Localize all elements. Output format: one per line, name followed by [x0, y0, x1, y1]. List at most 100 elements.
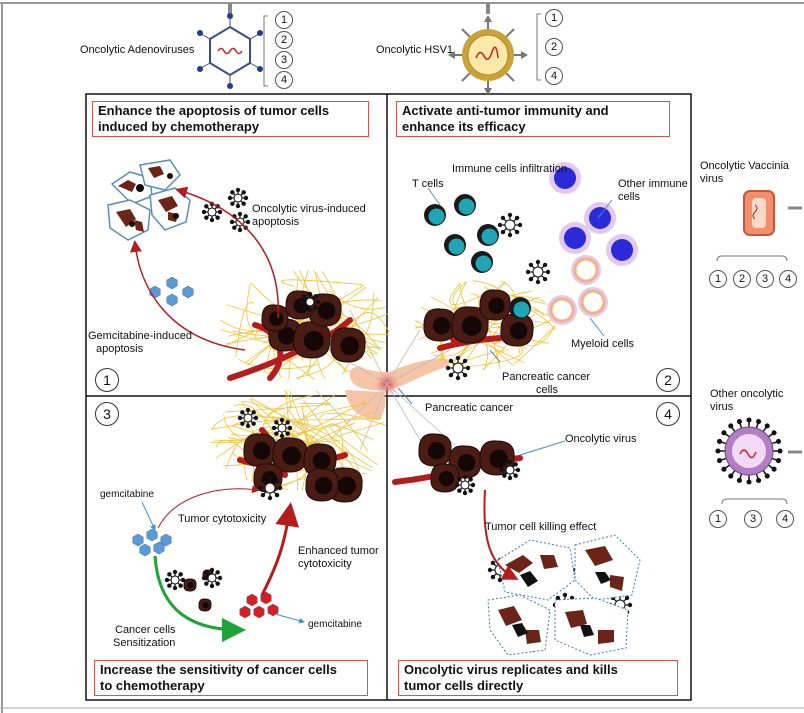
oncolytic-virion [164, 569, 186, 591]
adenovirus-label: Oncolytic Adenoviruses [80, 44, 195, 56]
vaccinia-label-line1: Oncolytic Vaccinia [700, 160, 790, 172]
adenovirus-number: 2 [275, 31, 293, 49]
tumor-cell [479, 440, 515, 476]
gemcitabine-hexagon [166, 293, 178, 307]
hsv1-number: 2 [545, 38, 563, 56]
oncolytic-virion [445, 355, 471, 381]
myeloid-cell [571, 255, 601, 285]
immune-cell [559, 222, 591, 254]
t-cell [471, 251, 493, 273]
gemcitabine-hexagon [139, 543, 151, 557]
virus-apoptosis-label-line2: apoptosis [252, 216, 300, 228]
tumor-cell [243, 433, 277, 467]
gemcitabine-apoptosis-arrow [129, 240, 246, 351]
oncolytic-virion [271, 417, 293, 439]
tumor-cell [272, 437, 308, 473]
tumor-cell [500, 313, 534, 347]
quadrant-1-number: 1 [95, 368, 119, 392]
adenovirus-number: 4 [275, 71, 293, 89]
t-cell [477, 224, 499, 246]
tumor-cell [423, 308, 457, 342]
t-cell [424, 204, 446, 226]
quadrant-3-number: 3 [95, 402, 119, 426]
immune-cell [549, 162, 581, 194]
pancreatic-cells-label-line2: cells [536, 384, 559, 396]
pancreatic-cancer-label: Pancreatic cancer [425, 402, 514, 414]
tumor-cell [330, 327, 366, 363]
q3-title: Increase the sensitivity of cancer cells… [94, 660, 368, 696]
sensitization-arrow [153, 555, 246, 642]
immune-cells [424, 162, 638, 325]
tumor-cell [198, 598, 212, 612]
vaccinia-number: 2 [733, 270, 751, 288]
hsv1-label: Oncolytic HSV1 [376, 44, 454, 56]
lysed-cell-cluster [487, 534, 641, 656]
other-virus-number: 4 [776, 510, 794, 528]
other-virus-number: 1 [709, 510, 727, 528]
enhanced-cytotoxicity-label-line1: Enhanced tumor [298, 545, 379, 557]
gemcitabine-bottom-label: gemcitabine [308, 619, 362, 630]
adenovirus-number: 3 [275, 51, 293, 69]
quadrant-4-number: 4 [656, 402, 680, 426]
virus-apoptosis-label-line1: Oncolytic virus-induced [252, 203, 366, 215]
tumor-cells [183, 289, 534, 612]
tumor-cell [479, 289, 511, 321]
gemcitabine-hexagon [267, 603, 279, 617]
adenovirus-icon [197, 13, 263, 89]
gemcitabine-hexagon [239, 605, 251, 619]
oncolytic-virion [257, 475, 283, 501]
tumor-cell [305, 468, 339, 502]
t-cells-label: T cells [412, 178, 444, 190]
gemcitabine-hexagon [132, 533, 144, 547]
gemcitabine-top-label: gemcitabine [100, 489, 154, 500]
myeloid-cell [578, 287, 608, 317]
q1-title: Enhance the apoptosis of tumor cells ind… [92, 101, 369, 137]
oncolytic-virion [499, 459, 521, 481]
enhanced-cytotoxicity-arrow [260, 502, 300, 596]
gemcitabine-hexagon [182, 285, 194, 299]
virus-apoptosis-arrow [175, 186, 279, 319]
oncolytic-virus-label: Oncolytic virus [565, 433, 637, 445]
tumor-cytotoxicity-label: Tumor cytotoxicity [178, 513, 267, 525]
oncolytic-virion [201, 201, 223, 223]
tumor-cell [293, 321, 331, 359]
tumor-cell [261, 304, 289, 332]
apoptotic-cell-cluster [107, 159, 191, 241]
hsv1-icon [448, 15, 528, 95]
gemcitabine-hexagon [153, 541, 165, 555]
killing-effect-arrow [483, 489, 519, 580]
t-cell [509, 297, 531, 319]
myeloid-cell [547, 295, 577, 325]
other-virus-number: 3 [744, 510, 762, 528]
q2-title: Activate anti-tumor immunity and enhance… [396, 101, 670, 137]
vaccinia-number: 4 [779, 270, 797, 288]
other-immune-label-line1: Other immune [618, 178, 688, 190]
other-virus-icon [715, 417, 783, 485]
oncolytic-virion [299, 291, 321, 313]
oncolytic-virion [454, 474, 476, 496]
t-cell [454, 194, 476, 216]
sensitization-label-line1: Cancer cells [115, 624, 176, 636]
other-virus-label-line2: virus [710, 401, 734, 413]
quadrant-2-number: 2 [656, 368, 680, 392]
killing-effect-label: Tumor cell killing effect [485, 521, 597, 533]
other-virus-label-line1: Other oncolytic [710, 388, 784, 400]
tumor-cell [430, 463, 460, 493]
hsv1-number: 4 [545, 67, 563, 85]
gem-apoptosis-label-line2: apoptosis [96, 343, 144, 355]
myeloid-label: Myeloid cells [571, 338, 634, 350]
gemcitabine-hexagon [146, 528, 158, 542]
immune-cell [606, 234, 638, 266]
vaccinia-number: 3 [756, 270, 774, 288]
adenovirus-number: 1 [275, 11, 293, 29]
oncolytic-virion [237, 407, 259, 429]
oncolytic-virion [497, 212, 523, 238]
vaccinia-icon [743, 190, 775, 236]
immune-cell [584, 202, 616, 234]
other-immune-label-line2: cells [618, 191, 641, 203]
q4-title: Oncolytic virus replicates and kills tum… [398, 660, 678, 696]
tumor-cytotoxicity-arrow [157, 485, 260, 529]
t-cell [444, 234, 466, 256]
tumor-cell [451, 306, 489, 344]
